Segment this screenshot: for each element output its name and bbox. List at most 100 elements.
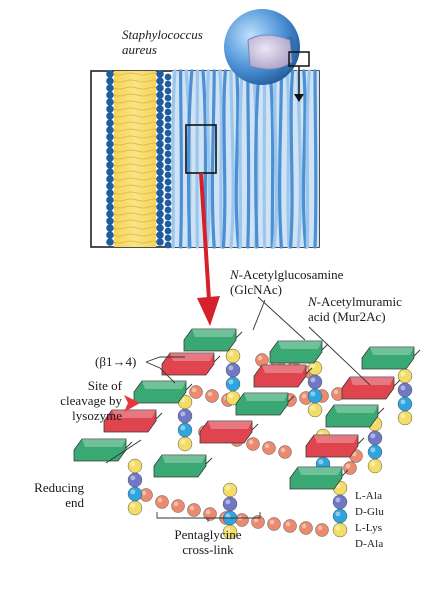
amino-acid-bead: [225, 362, 241, 378]
wall-strand: [278, 69, 283, 249]
lipid-head: [164, 115, 172, 123]
glycine-bead-shine: [301, 393, 307, 399]
reducing-end-label: Reducing end: [20, 480, 84, 510]
leader-lines: [105, 296, 371, 522]
wall-strand: [186, 69, 194, 249]
lysozyme-arrow: [124, 395, 140, 412]
murnac-sugar: [103, 409, 157, 433]
organism-line1: Staphylococcus: [122, 27, 203, 42]
amino-acid-bead: [332, 508, 348, 524]
lipid-head: [156, 140, 164, 148]
lipid-head: [164, 199, 172, 207]
lipid-tail: [112, 198, 158, 202]
amino-acid-bead-shine: [400, 371, 406, 377]
glycine-bead-shine: [248, 439, 254, 445]
pentaglycine-label: Pentaglycine cross-link: [163, 527, 253, 557]
lipid-head: [106, 70, 114, 78]
lipid-head: [106, 203, 114, 211]
lipid-tail: [112, 107, 158, 111]
amino-acid-bead: [332, 494, 348, 510]
glcnac-sugar-bond: [321, 343, 329, 351]
lipid-tail: [112, 135, 158, 139]
murnac-sugar-highlight: [350, 377, 394, 385]
lipid-head: [106, 210, 114, 218]
glcnac-sugar-highlight: [142, 381, 186, 389]
glycine-bead-shine: [173, 501, 179, 507]
amino-acid-bead: [367, 444, 383, 460]
murnac-sugar-highlight: [262, 365, 306, 373]
linkage-label: (β1→4): [95, 354, 137, 369]
cleavage-line1: Site of: [87, 378, 122, 393]
glycine-bead-shine: [269, 519, 275, 525]
amino-acid-bead: [177, 436, 193, 452]
lipid-head: [106, 84, 114, 92]
glcnac-sugar: [235, 392, 289, 416]
murnac-sugar-bond: [393, 379, 401, 387]
amino-acid-bead-shine: [400, 413, 406, 419]
wall-strand: [234, 69, 241, 249]
lipid-head: [156, 126, 164, 134]
glcnac-sugar-highlight: [334, 405, 378, 413]
lipid-head: [106, 189, 114, 197]
amino-acid-bead: [397, 368, 413, 384]
amino-acid-bead-shine: [130, 475, 136, 481]
lipid-head: [156, 70, 164, 78]
amino-acid-bead: [127, 458, 143, 474]
lipid-tail: [112, 163, 158, 167]
glcnac-sugar-bond: [205, 457, 213, 465]
lipid-tail: [112, 205, 158, 209]
lipid-head: [106, 105, 114, 113]
murnac-sugar-highlight: [208, 421, 252, 429]
lipid-head: [164, 87, 172, 95]
lipid-head: [156, 161, 164, 169]
wall-strand: [171, 69, 177, 249]
lipid-head: [106, 133, 114, 141]
lipid-tail: [112, 191, 158, 195]
lipid-tail: [112, 156, 158, 160]
glycine-bead-shine: [157, 497, 163, 503]
glcnac-sugar-highlight: [162, 455, 206, 463]
amino-acid-bead-shine: [130, 489, 136, 495]
glcnac-sugar: [269, 340, 323, 364]
lipid-tail: [112, 93, 158, 97]
glycine-bead: [251, 515, 265, 529]
amino-acid-bead: [367, 458, 383, 474]
glycine-bead: [262, 441, 276, 455]
lipid-head: [106, 175, 114, 183]
amino-acid-bead-shine: [180, 439, 186, 445]
lipid-head: [156, 231, 164, 239]
lipid-head: [156, 224, 164, 232]
wall-strand: [179, 69, 184, 249]
lipid-tail: [112, 226, 158, 230]
lipid-head: [156, 168, 164, 176]
lipid-tail: [112, 149, 158, 153]
lipid-head: [156, 119, 164, 127]
lipid-head: [106, 119, 114, 127]
amino-acid-bead-shine: [180, 397, 186, 403]
murnac-sugar: [305, 434, 359, 458]
lipid-head: [164, 206, 172, 214]
glcnac-sugar: [361, 346, 415, 370]
lipid-head: [156, 189, 164, 197]
lipid-head: [106, 224, 114, 232]
lipid-head: [156, 182, 164, 190]
lipid-head: [156, 84, 164, 92]
peptide-ala2-label: D-Ala: [355, 538, 384, 550]
glcnac-line2: (GlcNAc): [230, 282, 282, 297]
reducing-line2: end: [65, 495, 84, 510]
amino-acid-bead: [222, 496, 238, 512]
amino-acid-bead-shine: [225, 499, 231, 505]
glcnac-sugar: [325, 404, 379, 428]
amino-acid-bead-shine: [335, 511, 341, 517]
wall-strand: [246, 69, 251, 249]
glycine-bead: [278, 445, 292, 459]
lipid-head: [106, 147, 114, 155]
amino-acid-bead-shine: [370, 461, 376, 467]
glcnac-sugar-bond: [125, 441, 133, 449]
lipid-tail: [112, 240, 158, 244]
amino-acid-bead-shine: [400, 385, 406, 391]
glcnac-sugar: [153, 454, 207, 478]
lipid-tail: [112, 114, 158, 118]
amino-acid-bead-shine: [400, 399, 406, 405]
lipid-head: [164, 108, 172, 116]
